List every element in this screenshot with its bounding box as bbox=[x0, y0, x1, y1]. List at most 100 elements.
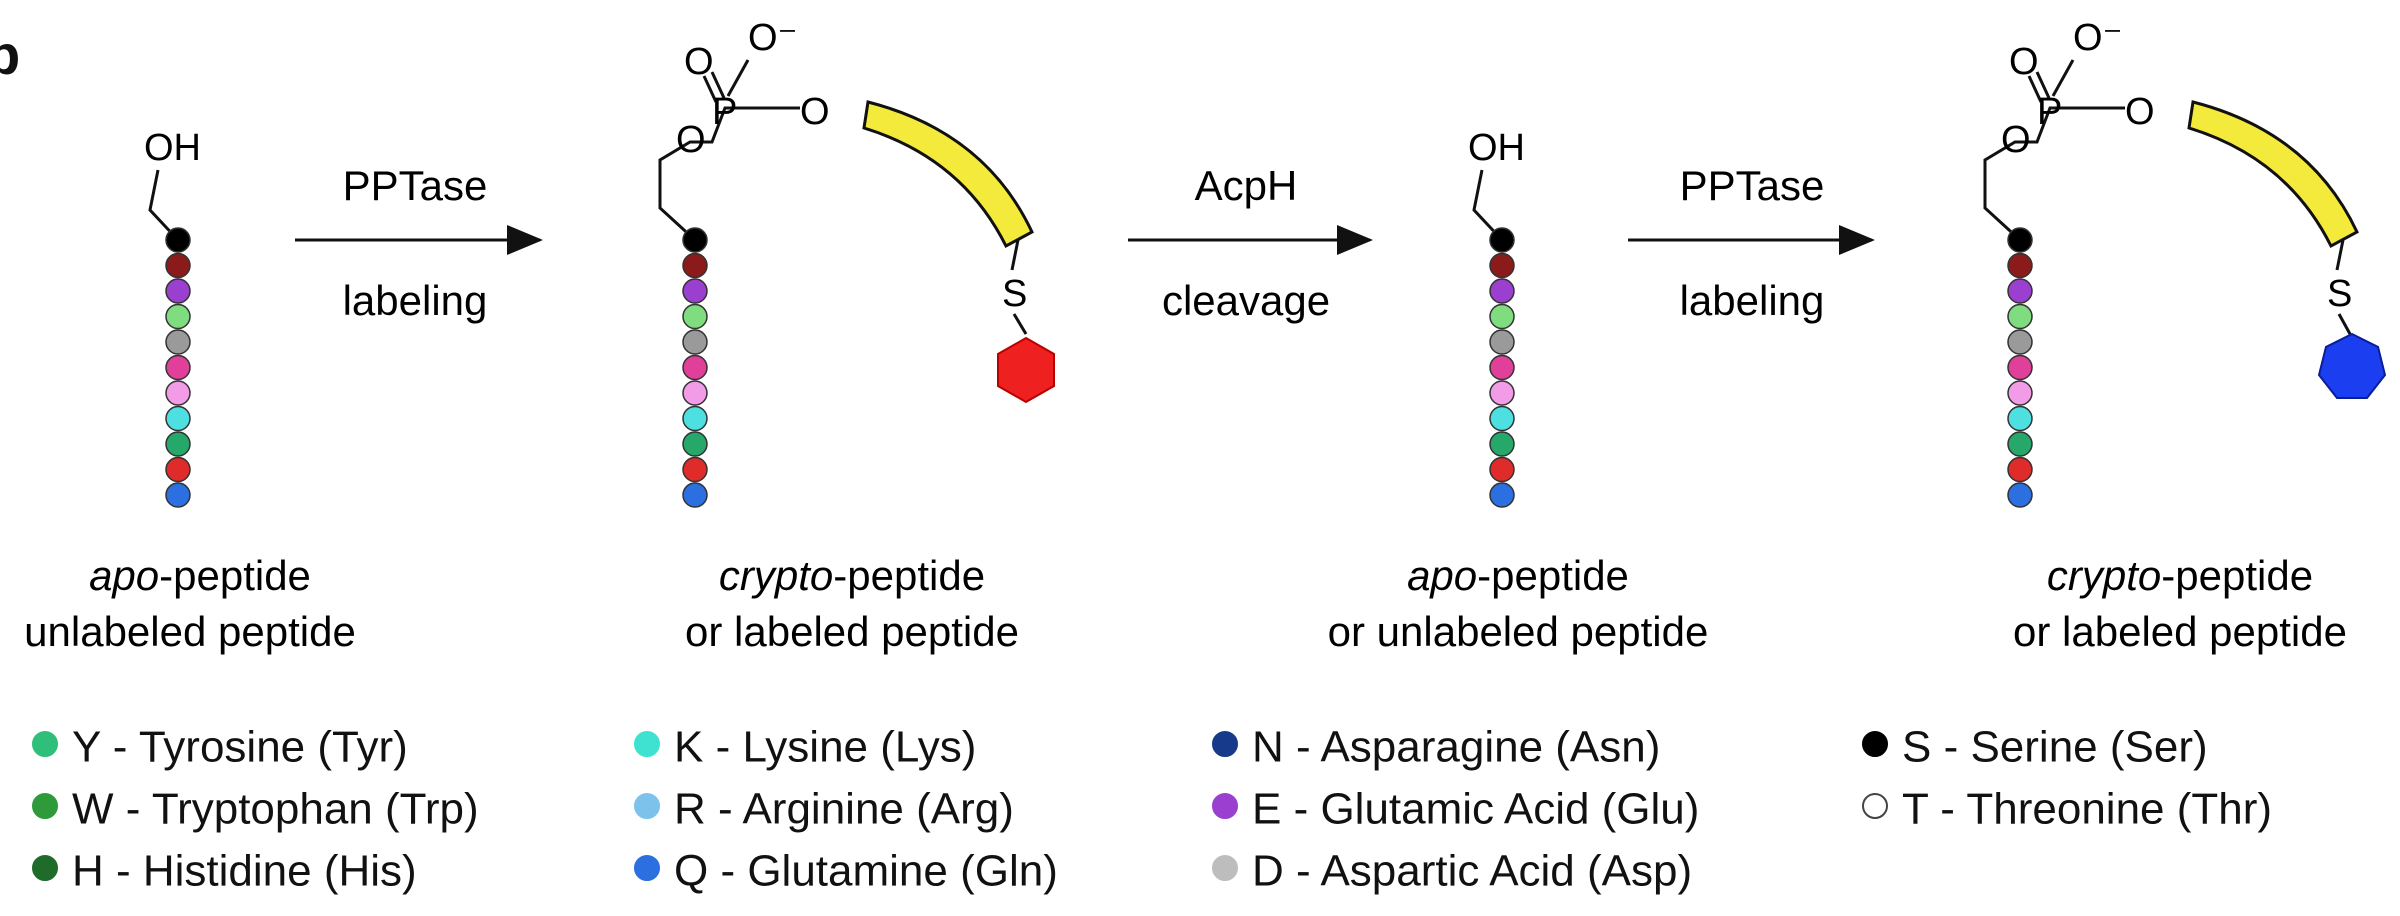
legend-item-glutamine: Q - Glutamine (Gln) bbox=[634, 844, 1058, 896]
residue-bead bbox=[165, 252, 191, 279]
legend-label: W - Tryptophan (Trp) bbox=[72, 784, 479, 834]
legend-dot bbox=[32, 793, 58, 820]
caption-2-prefix: crypto bbox=[719, 552, 833, 599]
residue-bead bbox=[2007, 303, 2033, 330]
caption-3-line2: or unlabeled peptide bbox=[1328, 608, 1709, 655]
caption-3: apo-peptide or unlabeled peptide bbox=[1328, 552, 1709, 655]
legend-item-glutamic-acid: E - Glutamic Acid (Glu) bbox=[1212, 782, 1699, 834]
legend-dot bbox=[32, 855, 58, 882]
caption-4-prefix: crypto bbox=[2047, 552, 2161, 599]
arm-to-sulfur-bond bbox=[2335, 239, 2345, 271]
residue-bead bbox=[165, 380, 191, 406]
legend-dot bbox=[634, 855, 660, 882]
legend-item-histidine: H - Histidine (His) bbox=[32, 844, 417, 896]
residue-bead bbox=[2007, 405, 2033, 432]
arrow-2: AcpH cleavage bbox=[1128, 162, 1373, 324]
caption-4-line2: or labeled peptide bbox=[2013, 608, 2347, 655]
residue-bead bbox=[2007, 252, 2033, 279]
residue-bead bbox=[1489, 227, 1515, 253]
p-o-minus-bond bbox=[2051, 59, 2075, 97]
residue-bead bbox=[682, 380, 708, 406]
arrow-3-process: labeling bbox=[1680, 277, 1825, 324]
hydroxyl-label: OH bbox=[144, 127, 201, 169]
legend-item-aspartic-acid: D - Aspartic Acid (Asp) bbox=[1212, 844, 1692, 896]
panel-label: b bbox=[0, 23, 20, 86]
peptide-chain bbox=[2007, 227, 2033, 508]
serine-sidechain-bond bbox=[1472, 169, 1504, 242]
legend-dot bbox=[1212, 855, 1238, 882]
caption-2-line2: or labeled peptide bbox=[685, 608, 1019, 655]
caption-2-suffix: -peptide bbox=[833, 552, 985, 599]
legend-item-threonine: T - Threonine (Thr) bbox=[1862, 782, 2272, 834]
caption-1-suffix: -peptide bbox=[159, 552, 311, 599]
residue-bead bbox=[682, 405, 708, 432]
legend-label: E - Glutamic Acid (Glu) bbox=[1252, 784, 1700, 834]
arrow-2-enzyme: AcpH bbox=[1195, 162, 1298, 209]
residue-bead bbox=[165, 303, 191, 330]
caption-4: crypto-peptide or labeled peptide bbox=[2013, 552, 2347, 655]
stage-4: O P O O⁻ O S bbox=[1983, 17, 2387, 508]
arrow-1-process: labeling bbox=[343, 277, 488, 324]
legend-item-lysine: K - Lysine (Lys) bbox=[634, 720, 976, 772]
p-o-double-bond-a bbox=[2027, 75, 2043, 103]
residue-bead bbox=[2007, 380, 2033, 406]
sulfur-to-label-bond bbox=[2337, 313, 2352, 335]
legend-label: R - Arginine (Arg) bbox=[674, 784, 1014, 834]
red-hexagon-label bbox=[997, 336, 1055, 404]
residue-bead bbox=[682, 303, 708, 330]
legend-item-serine: S - Serine (Ser) bbox=[1862, 720, 2208, 772]
legend-label: Q - Glutamine (Gln) bbox=[674, 846, 1058, 896]
arrow-3: PPTase labeling bbox=[1628, 162, 1875, 324]
phosphorus: P bbox=[2037, 91, 2062, 133]
peptide-chain bbox=[1489, 227, 1515, 508]
residue-bead bbox=[1489, 431, 1515, 457]
legend-dot bbox=[1862, 731, 1888, 758]
stage-2: O P O O⁻ O S bbox=[658, 17, 1055, 508]
amino-acid-legend: Y - Tyrosine (Tyr) W - Tryptophan (Trp) … bbox=[0, 700, 2400, 916]
ester-oxygen: O bbox=[2001, 119, 2031, 161]
residue-bead bbox=[1489, 252, 1515, 279]
pathway-diagram: b OH PPTase labeling O P O O⁻ O S AcpH c… bbox=[0, 17, 2387, 655]
legend-label: H - Histidine (His) bbox=[72, 846, 417, 896]
residue-bead bbox=[1489, 329, 1515, 355]
residue-bead bbox=[682, 278, 708, 304]
legend-item-tryptophan: W - Tryptophan (Trp) bbox=[32, 782, 479, 834]
thioester-sulfur: S bbox=[1002, 273, 1027, 315]
phosphate-oxygen: O bbox=[2009, 41, 2039, 83]
legend-dot bbox=[1212, 731, 1238, 758]
residue-bead bbox=[1489, 303, 1515, 330]
residue-bead bbox=[1489, 380, 1515, 406]
residue-bead bbox=[165, 227, 191, 253]
phosphate-oxygen: O bbox=[684, 41, 714, 83]
arrow-1-enzyme: PPTase bbox=[343, 162, 488, 209]
caption-3-suffix: -peptide bbox=[1477, 552, 1629, 599]
caption-1-line2: unlabeled peptide bbox=[24, 608, 356, 655]
residue-bead bbox=[2007, 482, 2033, 508]
legend-label: D - Aspartic Acid (Asp) bbox=[1252, 846, 1693, 896]
phosphorus: P bbox=[712, 91, 737, 133]
phosphopantetheine-bonds bbox=[658, 106, 800, 242]
legend-item-tyrosine: Y - Tyrosine (Tyr) bbox=[32, 720, 408, 772]
residue-bead bbox=[165, 482, 191, 508]
pantetheine-arm bbox=[2187, 100, 2359, 249]
residue-bead bbox=[1489, 405, 1515, 432]
ester-oxygen: O bbox=[676, 119, 706, 161]
caption-4-suffix: -peptide bbox=[2161, 552, 2313, 599]
legend-label: Y - Tyrosine (Tyr) bbox=[72, 722, 408, 772]
thioester-sulfur: S bbox=[2327, 273, 2352, 315]
residue-bead bbox=[1489, 278, 1515, 304]
stage-1: OH bbox=[144, 127, 201, 508]
bridge-oxygen: O bbox=[2125, 91, 2155, 133]
sulfur-to-label-bond bbox=[1012, 313, 1028, 335]
svg-text:crypto-peptide: crypto-peptide bbox=[2047, 552, 2313, 599]
residue-bead bbox=[165, 456, 191, 483]
residue-bead bbox=[682, 354, 708, 381]
residue-bead bbox=[682, 252, 708, 279]
residue-bead bbox=[2007, 354, 2033, 381]
legend-item-arginine: R - Arginine (Arg) bbox=[634, 782, 1014, 834]
legend-item-asparagine: N - Asparagine (Asn) bbox=[1212, 720, 1660, 772]
caption-1-prefix: apo bbox=[89, 552, 159, 599]
p-o-double-bond-b bbox=[710, 71, 726, 99]
p-o-minus-bond bbox=[726, 59, 750, 97]
peptide-chain bbox=[165, 227, 191, 508]
